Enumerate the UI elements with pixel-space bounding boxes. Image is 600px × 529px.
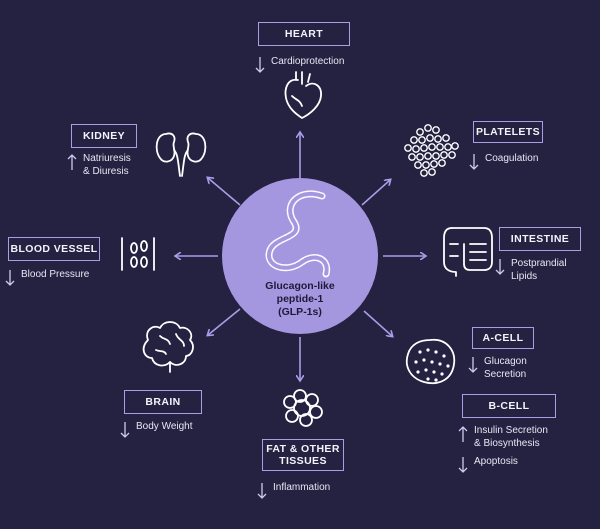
center-circle: [222, 178, 378, 334]
arrow-to-kidney: [208, 178, 241, 206]
platelets-effect-text: Coagulation: [485, 153, 539, 164]
b-cell-effect-insulin-text: Insulin Secretion & Biosynthesis: [474, 425, 548, 449]
heart-icon: [284, 71, 322, 119]
brain-effect: Body Weight: [119, 420, 193, 440]
kidney-effect-text: Natriuresis & Diuresis: [83, 153, 131, 177]
heart-effect-text: Cardioprotection: [271, 56, 345, 67]
a-cell-effect-text: Glucagon Secretion: [484, 356, 527, 380]
kidney-label: KIDNEY: [71, 124, 137, 148]
fat-label: FAT & OTHER TISSUES: [262, 439, 344, 471]
a-cell-label: A-CELL: [472, 327, 534, 349]
blood-vessel-label: BLOOD VESSEL: [8, 237, 100, 261]
fat-effect: Inflammation: [256, 481, 330, 501]
arrow-down-icon: [458, 457, 468, 473]
blood-vessel-effect-text: Blood Pressure: [21, 269, 90, 280]
intestine-icon: [443, 227, 493, 277]
arrow-down-icon: [469, 154, 479, 170]
arrow-to-brain: [208, 308, 241, 335]
brain-label: BRAIN: [124, 390, 202, 414]
arrow-down-icon: [468, 357, 478, 373]
brain-effect-text: Body Weight: [136, 421, 193, 432]
peptide-chain-icon: [265, 190, 331, 278]
platelets-label: PLATELETS: [473, 121, 543, 143]
arrow-to-platelets: [361, 180, 390, 206]
b-cell-effect-apoptosis-text: Apoptosis: [474, 456, 518, 467]
radial-arrows: [176, 133, 425, 380]
intestine-effect: Postprandial Lipids: [494, 257, 567, 283]
arrow-to-a-cell: [363, 310, 392, 336]
blood-vessel-effect: Blood Pressure: [4, 268, 89, 288]
platelets-icon: [404, 124, 459, 177]
fat-effect-text: Inflammation: [273, 482, 331, 493]
heart-effect: Cardioprotection: [254, 55, 344, 75]
arrow-up-icon: [67, 154, 77, 170]
arrow-up-icon: [458, 426, 468, 442]
arrow-down-icon: [257, 483, 267, 499]
arrow-down-icon: [5, 270, 15, 286]
b-cell-effect-apoptosis: Apoptosis: [457, 455, 518, 475]
fat-cells-icon: [283, 389, 323, 427]
blood-vessel-icon: [121, 237, 155, 271]
platelets-effect: Coagulation: [468, 152, 538, 172]
intestine-label: INTESTINE: [499, 227, 581, 251]
arrow-down-icon: [495, 259, 505, 275]
kidney-effect: Natriuresis & Diuresis: [66, 152, 131, 178]
arrow-down-icon: [255, 57, 265, 73]
a-cell-icon: [405, 338, 456, 385]
arrow-down-icon: [120, 422, 130, 438]
kidney-icon: [155, 132, 207, 177]
heart-label: HEART: [258, 22, 350, 46]
brain-icon: [142, 321, 194, 373]
b-cell-effect-insulin: Insulin Secretion & Biosynthesis: [457, 424, 548, 450]
center-label: Glucagon-like peptide-1 (GLP-1s): [265, 280, 335, 319]
a-cell-effect: Glucagon Secretion: [467, 355, 527, 381]
b-cell-label: B-CELL: [462, 394, 556, 418]
intestine-effect-text: Postprandial Lipids: [511, 258, 567, 282]
